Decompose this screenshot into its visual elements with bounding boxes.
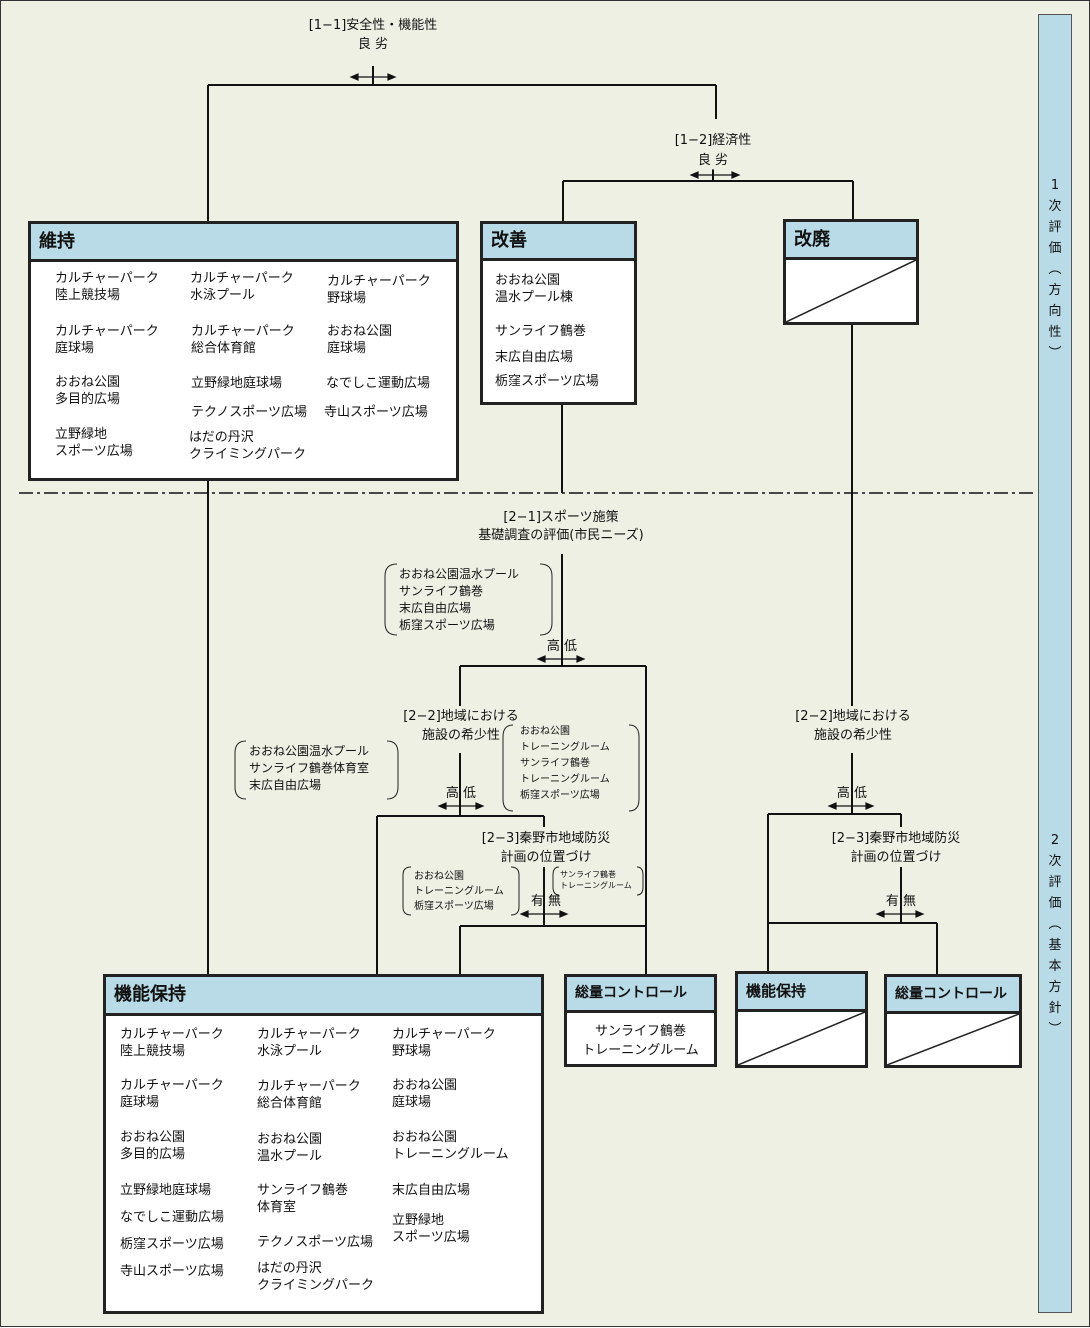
criterion-1-2-title: [1−2]経済性 [674,133,752,148]
criterion-2-2-left-subtitle: 施設の希少性 [421,728,500,743]
criterion-1-1-title: [1−1]安全性・機能性 [308,18,438,33]
box-soryo-control-1-title: 総量コントロール [567,977,714,1013]
kinou-item: 立野緑地 スポーツ広場 [392,1213,470,1245]
criterion-1-1-values: 良 劣 [357,37,389,52]
iji-item: カルチャーパーク 水泳プール [190,271,294,303]
kinou-item: 末広自由広場 [392,1183,471,1198]
kinou-item: おおね公園 多目的広場 [120,1130,186,1162]
criterion-2-2-right-values: 高 低 [836,786,868,801]
note-2-2-high: おおね公園温水プール サンライフ鶴巻体育室 末広自由広場 [249,744,370,792]
kinou-item: おおね公園 温水プール [257,1132,323,1164]
iji-item: なでしこ運動広場 [326,376,431,391]
kinou-item: なでしこ運動広場 [120,1210,225,1225]
kinou-item: カルチャーパーク 陸上競技場 [120,1027,224,1059]
iji-item: カルチャーパーク 庭球場 [55,324,159,356]
kinou-item: 栃窪スポーツ広場 [120,1237,224,1252]
criterion-2-2-right-subtitle: 施設の希少性 [813,728,892,743]
box-iji: 維持 カルチャーパーク 陸上競技場 カルチャーパーク 水泳プール カルチャーパー… [28,221,459,481]
kinou-item: 立野緑地庭球場 [120,1183,212,1198]
box-kinou-hoji-2: 機能保持 [735,971,868,1068]
criterion-2-3-right-title: [2−3]秦野市地域防災 [831,831,961,846]
iji-item: 立野緑地 スポーツ広場 [55,427,133,459]
box-iji-title: 維持 [31,224,456,262]
stage-primary-label: 1 次 評 価 ︵ 方 向 性 ︶ [1048,178,1062,361]
empty-slash [738,1012,865,1065]
box-soryo-control-2: 総量コントロール [884,974,1022,1068]
note-2-2-low: おおね公園 トレーニングルーム サンライフ鶴巻 トレーニングルーム 栃窪スポーツ… [520,726,610,801]
iji-item: はだの丹沢 クライミングパーク [189,430,307,462]
stage-secondary-label: 2 次 評 価 ︵ 基 本 方 針 ︶ [1048,833,1062,1037]
criterion-2-1-subtitle: 基礎調査の評価(市民ニーズ) [478,528,644,543]
criterion-2-3-right-values: 有 無 [885,894,917,909]
kaizen-item: 末広自由広場 [495,350,574,365]
criterion-2-2-left-values: 高 低 [445,786,477,801]
box-soryo-control-2-title: 総量コントロール [887,977,1019,1014]
iji-item: テクノスポーツ広場 [191,405,307,420]
criterion-2-3-left-subtitle: 計画の位置づけ [500,850,592,865]
kinou-item: 寺山スポーツ広場 [120,1264,224,1279]
kinou-item: テクノスポーツ広場 [257,1235,373,1250]
box-kinou-hoji: 機能保持 カルチャーパーク 陸上競技場 カルチャーパーク 水泳プール カルチャー… [103,974,544,1314]
kaizen-item: 栃窪スポーツ広場 [495,374,599,389]
kinou-item: カルチャーパーク 野球場 [392,1027,496,1059]
kinou-item: おおね公園 トレーニングルーム [392,1130,509,1162]
box-kaizen: 改善 おおね公園 温水プール棟 サンライフ鶴巻 末広自由広場 栃窪スポーツ広場 [480,221,637,405]
iji-item: 寺山スポーツ広場 [324,405,428,420]
box-kinou-hoji-2-title: 機能保持 [738,974,865,1012]
iji-item: おおね公園 多目的広場 [55,375,121,407]
criterion-2-2-right-title: [2−2]地域における [795,709,911,724]
iji-item: カルチャーパーク 総合体育館 [191,324,295,356]
box-haihai: 改廃 [783,219,919,325]
kinou-item: サンライフ鶴巻 体育室 [257,1183,349,1215]
criterion-2-3-left-title: [2−3]秦野市地域防災 [481,831,611,846]
empty-slash [786,260,916,322]
kinou-item: カルチャーパーク 庭球場 [120,1078,224,1110]
note-2-1: おおね公園温水プール サンライフ鶴巻 末広自由広場 栃窪スポーツ広場 [399,567,520,632]
box-haihai-title: 改廃 [786,222,916,260]
kinou-item: はだの丹沢 クライミングパーク [257,1261,375,1293]
criterion-2-3-left-values: 有 無 [530,894,562,909]
kinou-item: カルチャーパーク 水泳プール [257,1027,361,1059]
criterion-2-1-values: 高 低 [546,639,578,654]
criterion-2-3-right-subtitle: 計画の位置づけ [850,850,942,865]
iji-item: おおね公園 庭球場 [327,324,393,356]
kinou-item: おおね公園 庭球場 [392,1078,458,1110]
criterion-2-1-title: [2−1]スポーツ施策 [503,510,619,525]
criterion-2-2-left-title: [2−2]地域における [403,709,519,724]
criterion-1-2-values: 良 劣 [697,153,729,168]
box-kaizen-title: 改善 [483,224,634,261]
box-soryo-control-1: 総量コントロール サンライフ鶴巻 トレーニングルーム [564,974,717,1067]
empty-slash [887,1014,1019,1065]
iji-item: カルチャーパーク 陸上競技場 [55,271,159,303]
box-kinou-hoji-title: 機能保持 [106,977,541,1016]
kaizen-item: おおね公園 温水プール棟 [495,273,574,305]
note-2-3-none: サンライフ鶴巻 トレーニングルーム [560,870,632,890]
kinou-item: カルチャーパーク 総合体育館 [257,1079,361,1111]
note-2-3-have: おおね公園 トレーニングルーム 栃窪スポーツ広場 [414,871,504,912]
kaizen-item: サンライフ鶴巻 [495,324,587,339]
iji-item: カルチャーパーク 野球場 [327,274,431,306]
evaluation-stage-sidebar: 1 次 評 価 ︵ 方 向 性 ︶ 2 次 評 価 ︵ 基 本 方 針 ︶ [1038,14,1072,1313]
iji-item: 立野緑地庭球場 [191,376,283,391]
soryo-item: サンライフ鶴巻 トレーニングルーム [582,1024,699,1058]
